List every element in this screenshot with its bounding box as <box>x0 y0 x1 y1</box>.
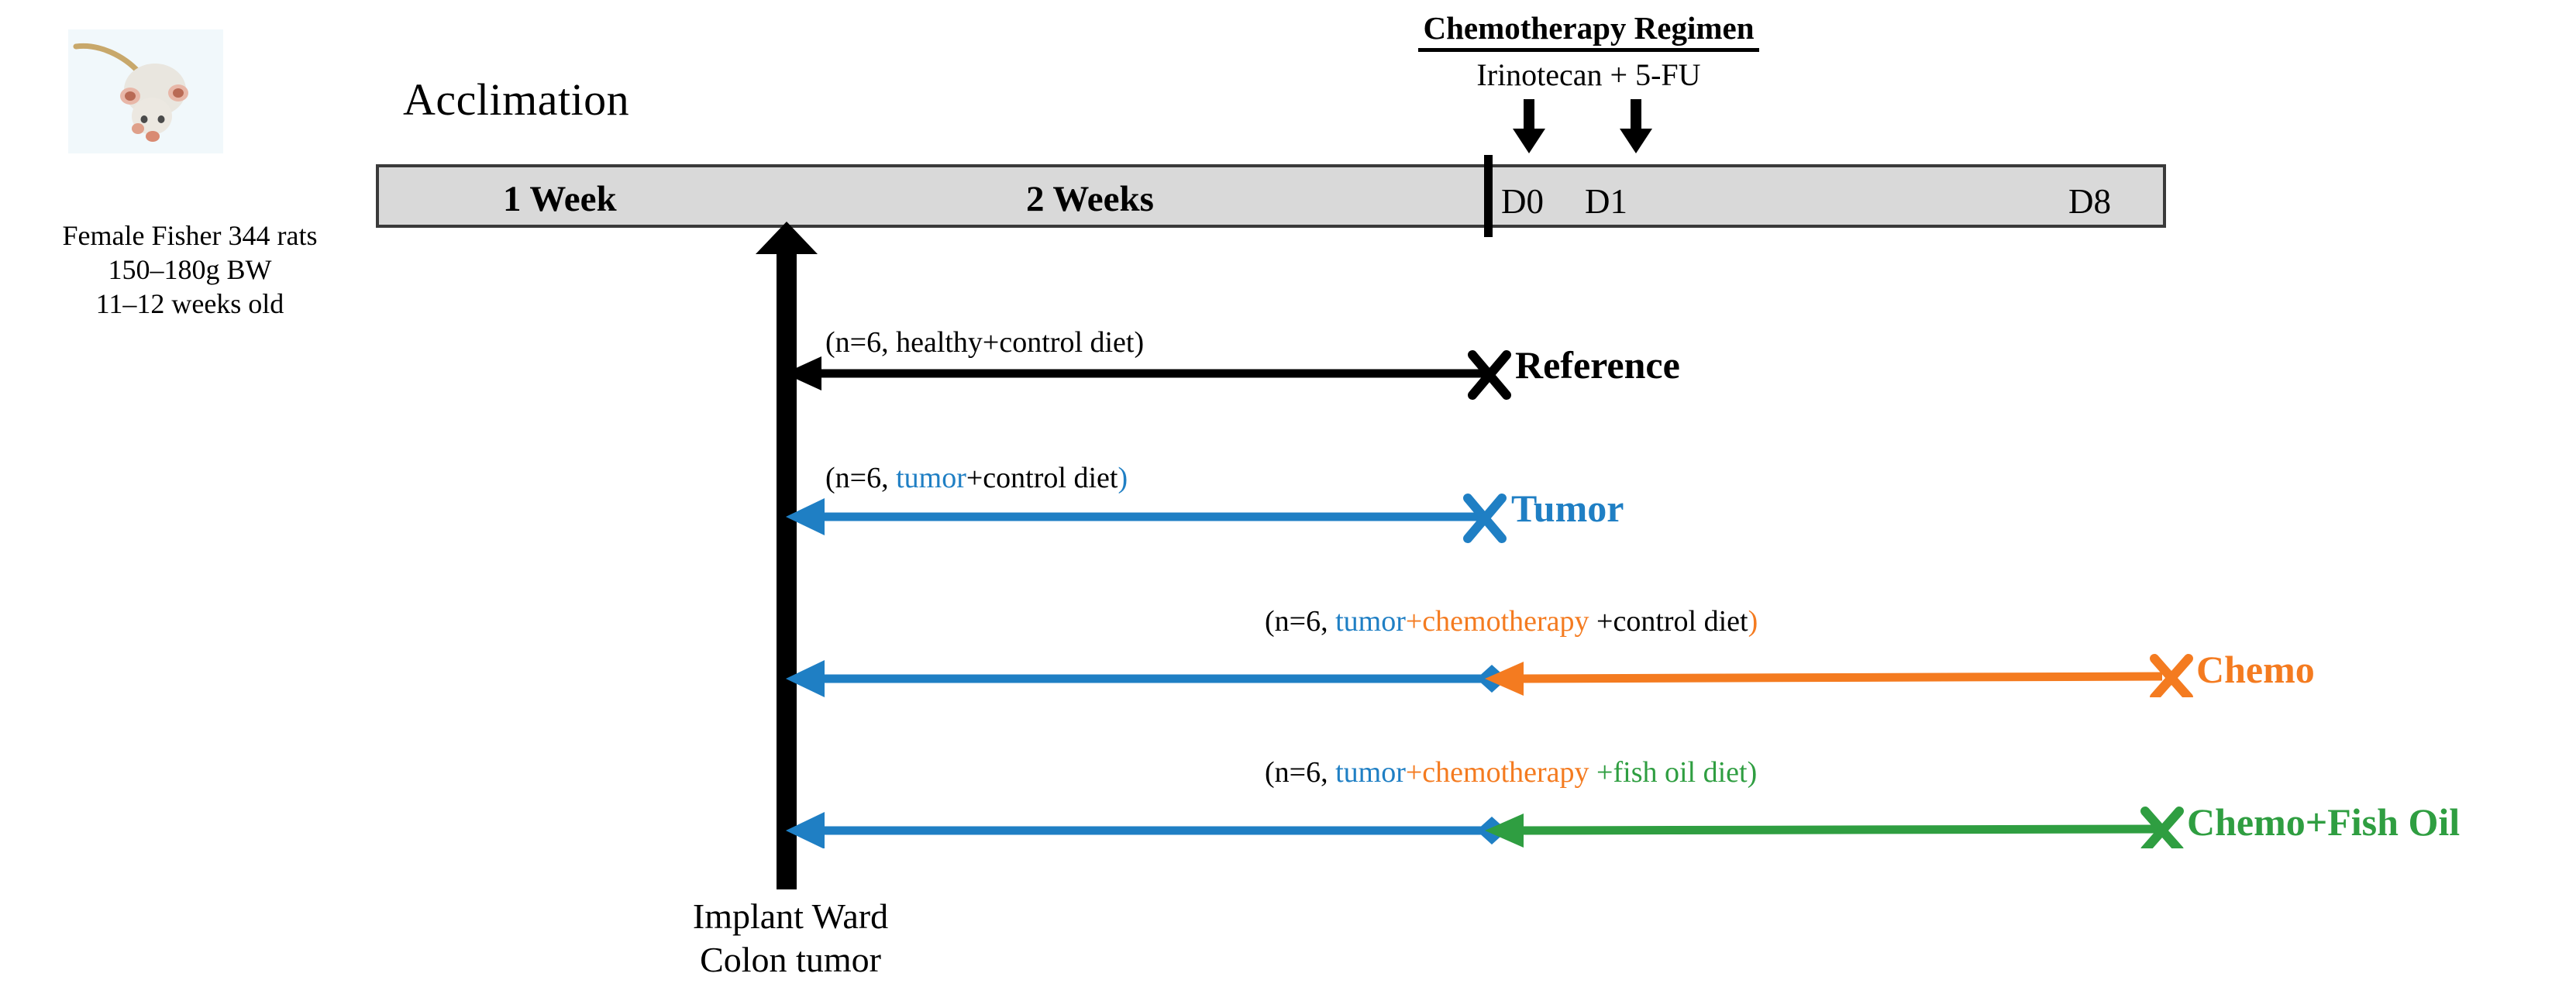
group-row-chemo-fish-oil: (n=6, tumor+chemotherapy +fish oil diet)… <box>0 755 2576 848</box>
timeline-day-d8: D8 <box>2068 182 2111 221</box>
group-arrow-tumor <box>786 498 1479 535</box>
study-timeline-bar: 1 Week 2 Weeks D0 D1 D8 <box>376 164 2166 228</box>
timeline-day-d1: D1 <box>1585 182 1627 221</box>
animal-info-caption: Female Fisher 344 rats 150–180g BW 11–12… <box>8 218 372 321</box>
animal-strain: Female Fisher 344 rats <box>62 220 318 251</box>
chemotherapy-drugs: Irinotecan + 5-FU <box>1476 57 1701 92</box>
note-part: (n=6, healthy+control diet) <box>825 326 1145 359</box>
note-part: +control diet <box>1596 605 1748 638</box>
chemotherapy-regimen-block: Chemotherapy Regimen Irinotecan + 5-FU <box>1372 9 1806 93</box>
group-arrow-chemo <box>786 660 2163 697</box>
group-label-chemo: Chemo <box>2196 648 2315 691</box>
timeline-chemo-start-tick <box>1484 155 1493 237</box>
group-label-tumor: Tumor <box>1511 487 1624 530</box>
endpoint-marker-chemo <box>2150 654 2193 697</box>
note-part: (n=6, <box>825 462 897 494</box>
group-note-reference: (n=6, healthy+control diet) <box>825 325 1144 359</box>
note-part: tumor <box>896 462 966 494</box>
implant-caption: Implant Ward Colon tumor <box>589 895 992 982</box>
group-note-chemo-fish-oil: (n=6, tumor+chemotherapy +fish oil diet) <box>1265 755 1757 789</box>
endpoint-marker-chemo-fish-oil <box>2140 807 2184 848</box>
note-part: +fish oil diet <box>1596 756 1748 789</box>
group-row-tumor: (n=6, tumor+control diet) Tumor <box>0 461 2576 554</box>
implant-caption-line2: Colon tumor <box>700 940 881 979</box>
rat-photo <box>68 29 223 153</box>
note-part: (n=6, <box>1265 756 1336 789</box>
endpoint-marker-reference <box>1468 350 1511 400</box>
endpoint-marker-tumor <box>1463 494 1507 543</box>
acclimation-label: Acclimation <box>403 74 630 125</box>
group-arrow-chemo-fish-oil <box>786 812 2163 848</box>
implant-caption-line1: Implant Ward <box>692 896 889 936</box>
note-part: (n=6, <box>1265 605 1336 638</box>
note-part: ) <box>1747 756 1758 789</box>
group-row-chemo: (n=6, tumor+chemotherapy +control diet) … <box>0 604 2576 697</box>
animal-weight: 150–180g BW <box>108 254 272 285</box>
animal-age: 11–12 weeks old <box>95 288 284 319</box>
timeline-segment-1-week: 1 Week <box>503 179 617 219</box>
note-part: tumor <box>1335 605 1406 638</box>
implant-arrow-icon <box>756 222 818 254</box>
note-part: +chemotherapy <box>1405 756 1597 789</box>
irinotecan-dose-arrow-icon <box>1513 99 1545 153</box>
note-part: +control diet <box>966 462 1118 494</box>
group-arrow-reference <box>784 356 1485 390</box>
group-label-reference: Reference <box>1515 343 1680 387</box>
note-part: +chemotherapy <box>1405 605 1597 638</box>
timeline-day-d0: D0 <box>1501 182 1544 221</box>
chemotherapy-regimen-title: Chemotherapy Regimen <box>1418 9 1759 52</box>
note-part: ) <box>1118 462 1128 494</box>
note-part: ) <box>1748 605 1758 638</box>
timeline-segment-2-weeks: 2 Weeks <box>1026 179 1154 219</box>
group-row-reference: (n=6, healthy+control diet) Reference <box>0 325 2576 418</box>
group-note-chemo: (n=6, tumor+chemotherapy +control diet) <box>1265 604 1758 638</box>
5fu-dose-arrow-icon <box>1620 99 1652 153</box>
group-note-tumor: (n=6, tumor+control diet) <box>825 461 1128 495</box>
note-part: tumor <box>1335 756 1406 789</box>
group-label-chemo-fish-oil: Chemo+Fish Oil <box>2187 800 2461 844</box>
implant-timeline-axis <box>777 239 797 889</box>
